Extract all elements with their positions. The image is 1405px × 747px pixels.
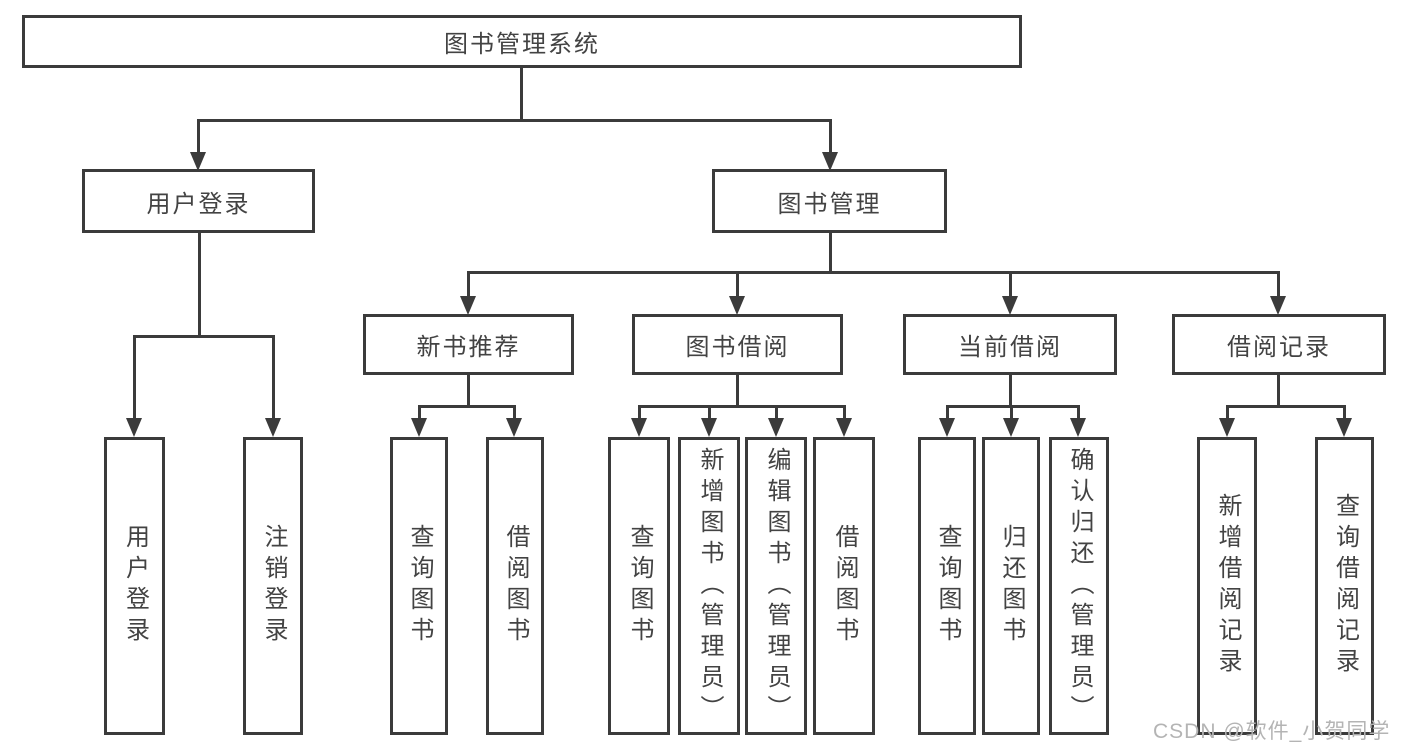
arrow-down-icon — [729, 296, 745, 315]
leaf-label: 归还图书 — [998, 524, 1025, 648]
arrow-down-icon — [1270, 296, 1286, 315]
connector-line — [1009, 271, 1012, 299]
leaf-add-books-admin: 新增图书（管理员） — [678, 437, 740, 735]
connector-line — [1010, 405, 1013, 421]
connector-line — [198, 233, 201, 337]
arrow-down-icon — [411, 418, 427, 437]
connector-line — [1226, 405, 1229, 421]
leaf-label: 借阅图书 — [502, 524, 529, 648]
arrow-down-icon — [190, 152, 206, 171]
arrow-down-icon — [1336, 418, 1352, 437]
connector-line — [1009, 375, 1012, 408]
connector-line — [133, 335, 275, 338]
arrow-down-icon — [822, 152, 838, 171]
leaf-label: 借阅图书 — [831, 524, 858, 648]
connector-line — [1077, 405, 1080, 421]
connector-line — [638, 405, 641, 421]
node-borrowing-records: 借阅记录 — [1172, 314, 1386, 375]
arrow-down-icon — [768, 418, 784, 437]
arrow-down-icon — [1002, 296, 1018, 315]
connector-line — [736, 375, 739, 408]
connector-line — [467, 271, 1280, 274]
leaf-edit-books-admin: 编辑图书（管理员） — [745, 437, 807, 735]
connector-line — [272, 335, 275, 420]
connector-line — [197, 119, 832, 122]
leaf-label: 查询借阅记录 — [1331, 493, 1359, 679]
connector-line — [197, 119, 200, 155]
leaf-logout: 注销登录 — [243, 437, 303, 735]
connector-line — [418, 405, 516, 408]
connector-line — [520, 66, 523, 120]
arrow-down-icon — [701, 418, 717, 437]
node-user-login-branch: 用户登录 — [82, 169, 315, 233]
connector-line — [418, 405, 421, 421]
leaf-borrow-books: 借阅图书 — [813, 437, 875, 735]
connector-line — [133, 335, 136, 420]
leaf-label: 新增借阅记录 — [1214, 493, 1241, 679]
connector-line — [1277, 271, 1280, 299]
connector-line — [467, 271, 470, 299]
leaf-label: 查询图书 — [626, 524, 653, 648]
leaf-query-books-borrowing: 查询图书 — [608, 437, 670, 735]
leaf-query-borrow-record: 查询借阅记录 — [1315, 437, 1374, 735]
leaf-label: 编辑图书（管理员） — [763, 446, 790, 726]
connector-line — [946, 405, 949, 421]
connector-line — [1277, 375, 1280, 408]
connector-line — [829, 119, 832, 155]
leaf-add-borrow-record: 新增借阅记录 — [1197, 437, 1257, 735]
node-book-management-branch: 图书管理 — [712, 169, 947, 233]
leaf-label: 查询图书 — [934, 524, 961, 648]
arrow-down-icon — [939, 418, 955, 437]
leaf-confirm-return-admin: 确认归还（管理员） — [1049, 437, 1109, 735]
leaf-borrow-books-recommend: 借阅图书 — [486, 437, 544, 735]
node-current-borrowing: 当前借阅 — [903, 314, 1117, 375]
connector-line — [829, 233, 832, 274]
connector-line — [708, 405, 711, 421]
arrow-down-icon — [1070, 418, 1086, 437]
arrow-down-icon — [1003, 418, 1019, 437]
leaf-label: 查询图书 — [406, 524, 433, 648]
arrow-down-icon — [506, 418, 522, 437]
leaf-label: 确认归还（管理员） — [1066, 446, 1093, 726]
arrow-down-icon — [836, 418, 852, 437]
leaf-query-books-current: 查询图书 — [918, 437, 976, 735]
arrow-down-icon — [126, 418, 142, 437]
connector-line — [736, 271, 739, 299]
connector-line — [513, 405, 516, 421]
connector-line — [946, 405, 1080, 408]
leaf-query-books-recommend: 查询图书 — [390, 437, 448, 735]
arrow-down-icon — [460, 296, 476, 315]
connector-line — [1226, 405, 1345, 408]
leaf-label: 用户登录 — [121, 524, 149, 648]
arrow-down-icon — [1219, 418, 1235, 437]
node-book-borrowing: 图书借阅 — [632, 314, 843, 375]
connector-line — [467, 375, 470, 408]
node-library-management-system: 图书管理系统 — [22, 15, 1022, 68]
leaf-label: 新增图书（管理员） — [696, 446, 723, 726]
connector-line — [638, 405, 845, 408]
connector-line — [1343, 405, 1346, 421]
connector-line — [775, 405, 778, 421]
leaf-return-books: 归还图书 — [982, 437, 1040, 735]
node-new-book-recommendation: 新书推荐 — [363, 314, 574, 375]
arrow-down-icon — [631, 418, 647, 437]
csdn-watermark: CSDN @软件_小贺同学 — [1153, 720, 1391, 743]
leaf-label: 注销登录 — [260, 524, 287, 648]
leaf-user-login: 用户登录 — [104, 437, 165, 735]
arrow-down-icon — [265, 418, 281, 437]
connector-line — [843, 405, 846, 421]
